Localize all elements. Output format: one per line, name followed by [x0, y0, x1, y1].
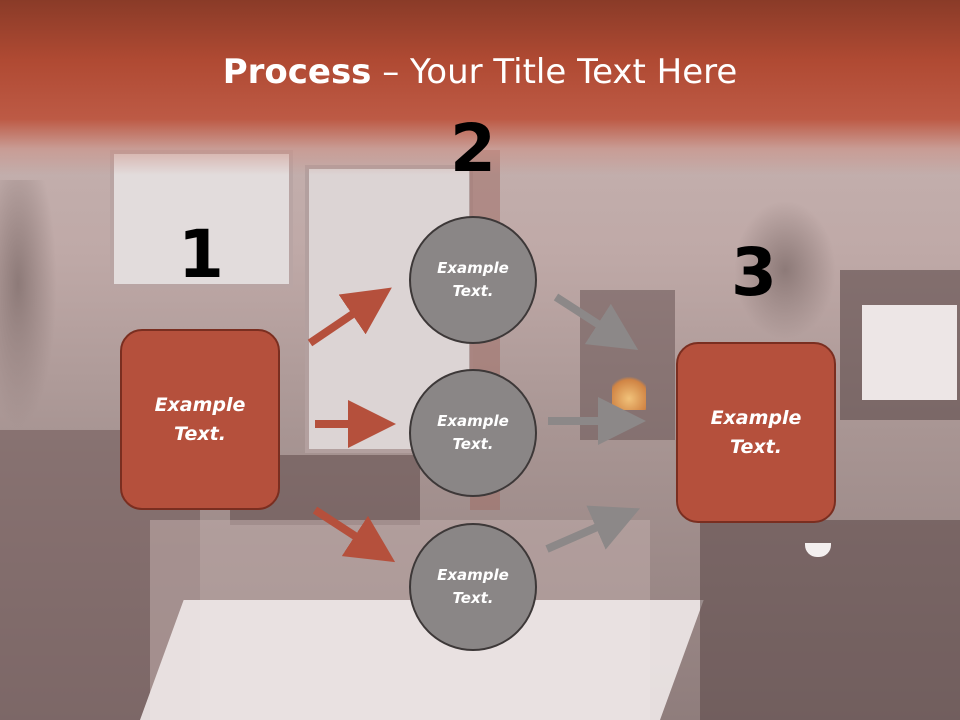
step-2-circle-middle: Example Text.: [409, 369, 537, 497]
step-number-3: 3: [731, 234, 777, 311]
header-band: [0, 0, 960, 175]
step-1-box: Example Text.: [120, 329, 280, 510]
step-1-text-line1: Example: [154, 393, 246, 416]
step-3-box: Example Text.: [676, 342, 836, 523]
arrow-1-to-circle-top: [307, 287, 392, 347]
step-3-text-line2: Text.: [730, 435, 782, 458]
title-bold: Process: [222, 52, 372, 92]
title-rest: – Your Title Text Here: [371, 52, 738, 92]
circle-bottom-line2: Text.: [452, 589, 494, 607]
step-number-1: 1: [178, 216, 224, 293]
arrow-circle-bottom-to-3: [545, 505, 640, 553]
circle-top-line1: Example: [437, 259, 509, 277]
arrow-1-to-circle-bottom: [312, 506, 396, 563]
step-1-text-line2: Text.: [174, 422, 226, 445]
step-2-circle-bottom: Example Text.: [409, 523, 537, 651]
step-3-text-line1: Example: [710, 406, 802, 429]
arrow-circle-top-to-3: [553, 293, 639, 351]
slide-title: Process – Your Title Text Here: [0, 52, 960, 92]
circle-middle-line1: Example: [437, 412, 509, 430]
circle-bottom-line1: Example: [437, 566, 509, 584]
circle-middle-line2: Text.: [452, 435, 494, 453]
circle-top-line2: Text.: [452, 282, 494, 300]
step-2-circle-top: Example Text.: [409, 216, 537, 344]
step-number-2: 2: [450, 110, 496, 187]
